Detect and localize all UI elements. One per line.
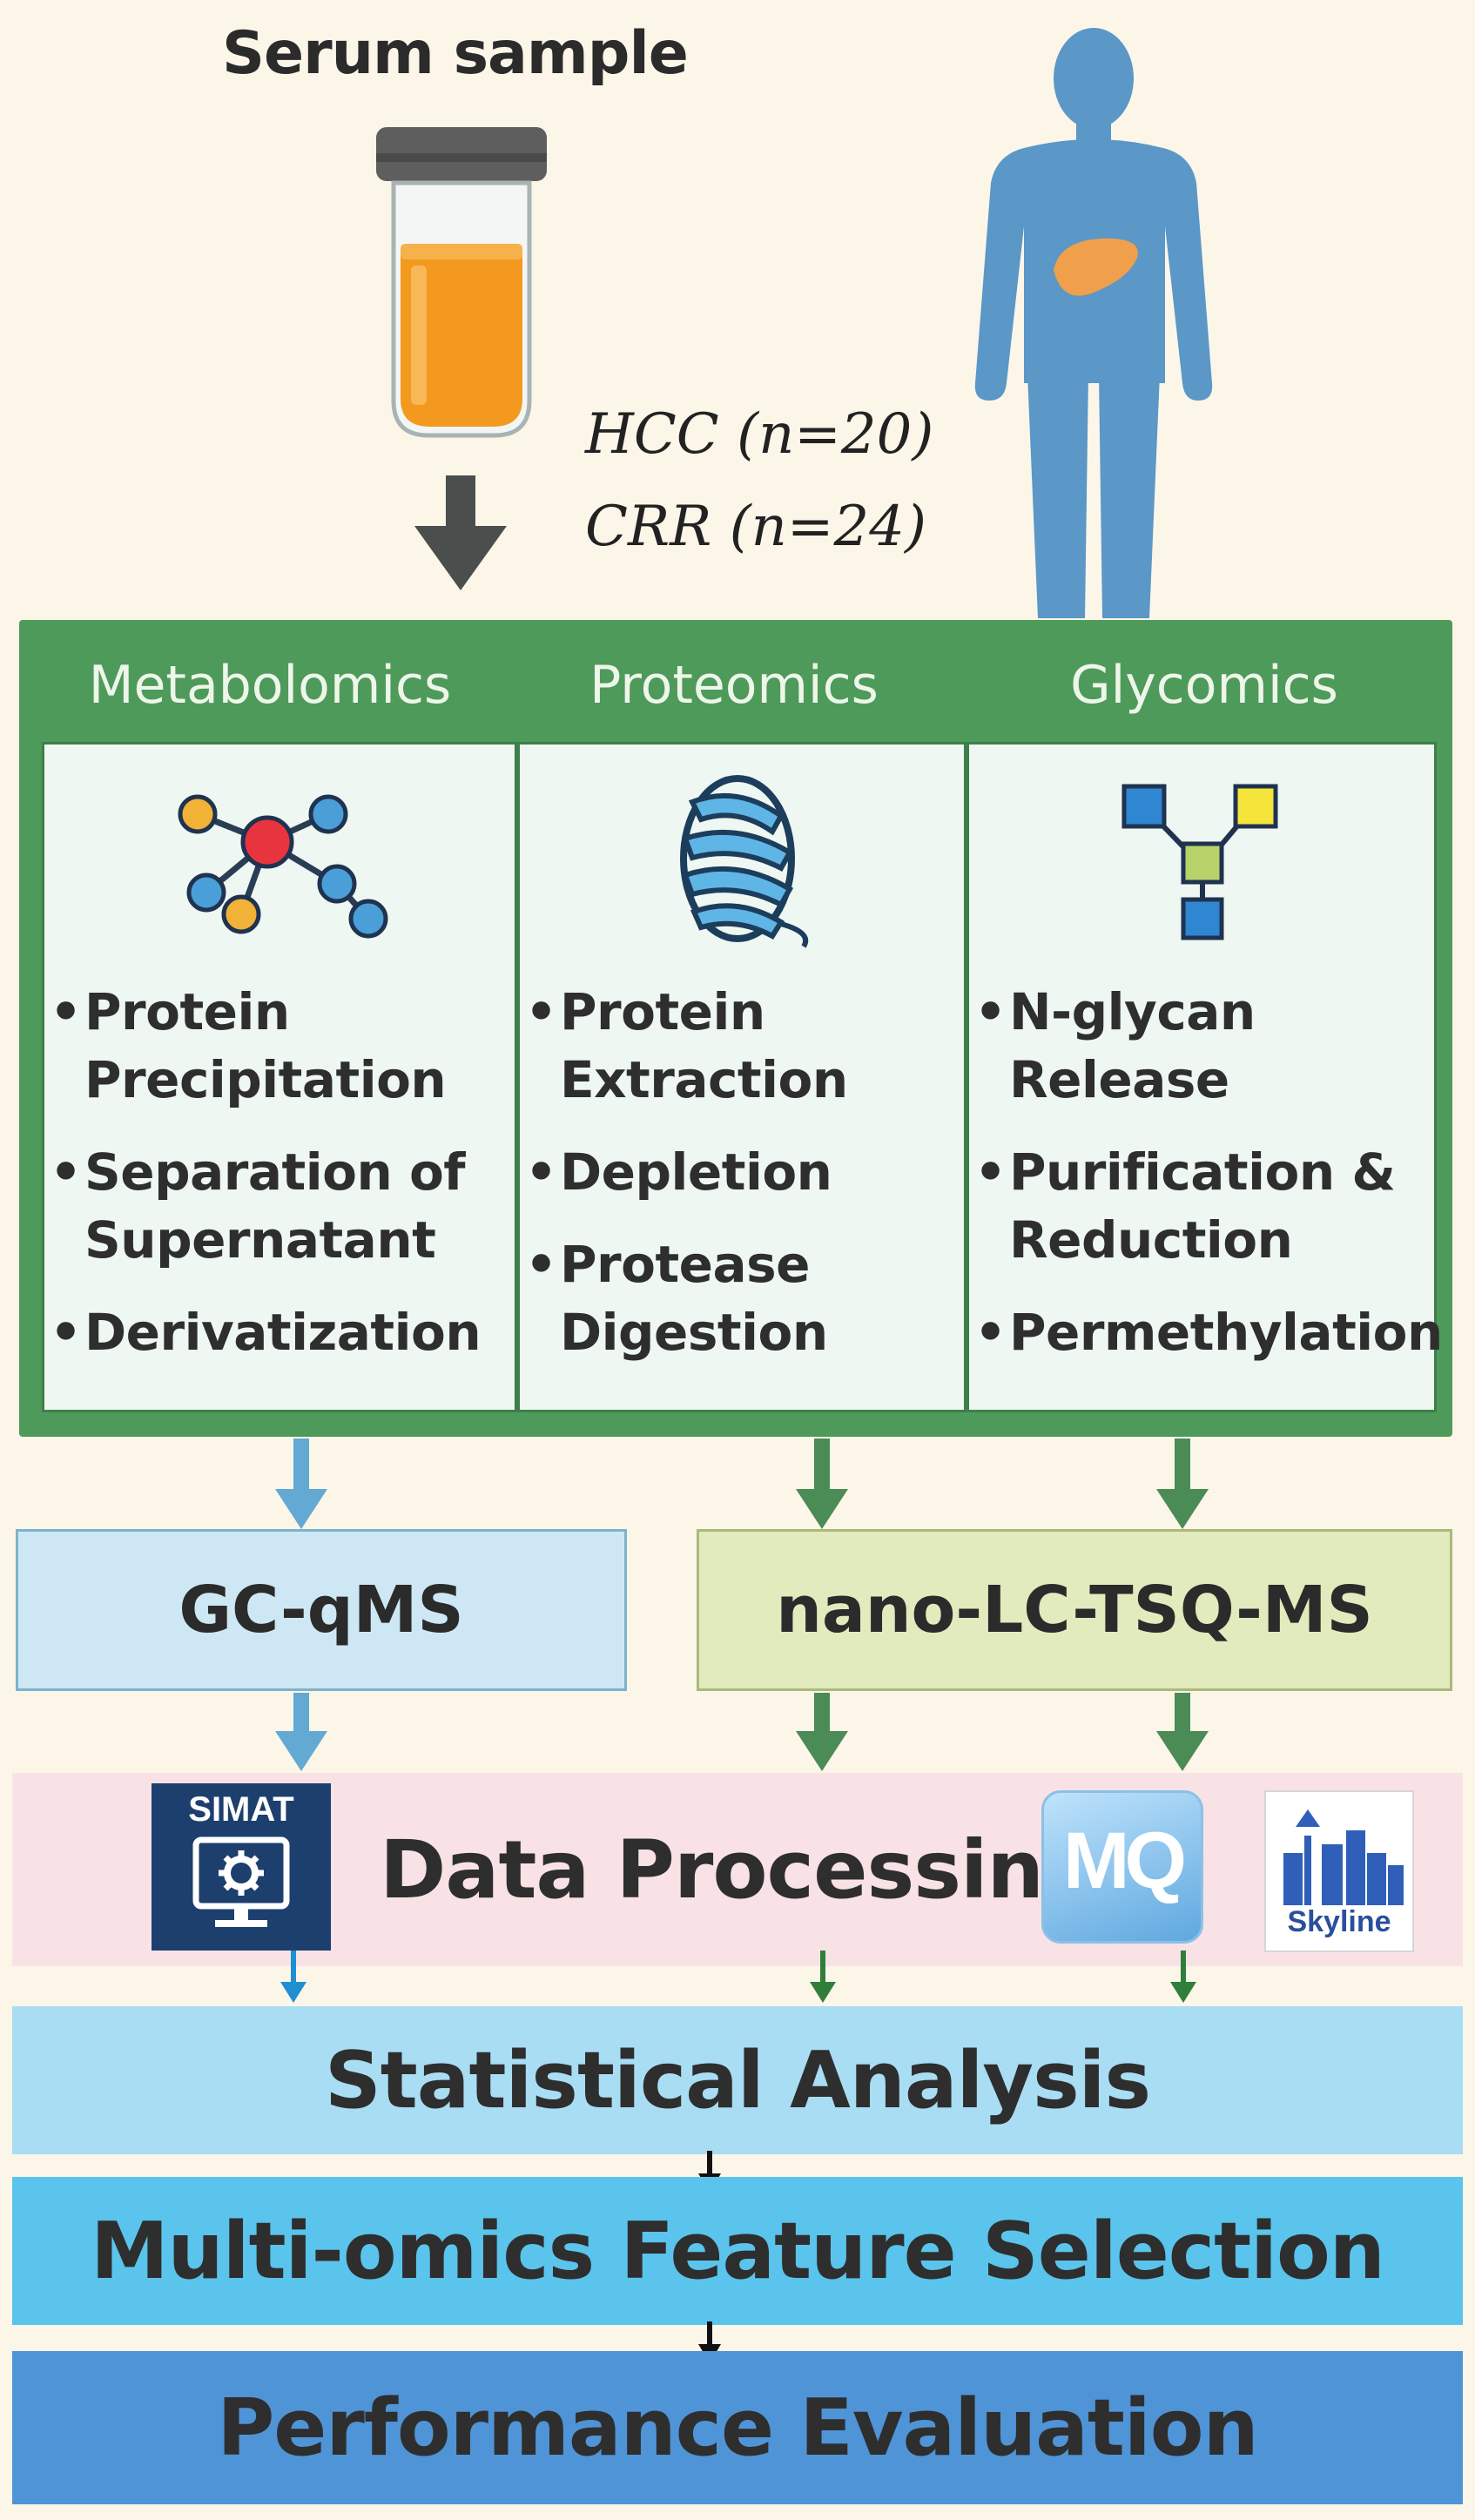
omics-heading-metabolomics: Metabolomics [88,655,452,716]
omics-heading-proteomics: Proteomics [589,655,879,716]
step-depletion: Depletion [525,1138,957,1206]
human-body-icon [974,28,1213,618]
liver-icon [1054,238,1138,296]
maxquant-logo-text: MQ [1062,1816,1187,1905]
step-separation-of-supernatant: Separation of Supernatant [50,1138,508,1274]
city-skyline-icon [1283,1809,1404,1905]
performance-evaluation-band: Performance Evaluation [12,2351,1463,2504]
cohort-hcc: HCC (n=20) [585,402,934,467]
step-protease-digestion: Protease Digestion [525,1230,957,1366]
step-protein-precipitation: Protein Precipitation [50,978,508,1114]
down-arrow-icon [414,475,507,590]
omics-column-metabolomics: Protein Precipitation Separation of Supe… [42,742,517,1412]
gc-qms-box: GC-qMS [16,1529,627,1691]
arrow-data-processing-right [1170,1951,1196,2003]
serum-sample-title: Serum sample [222,19,689,88]
arrow-lc-proteomics-to-data-processing [796,1693,848,1771]
arrow-data-processing-middle [810,1951,836,2003]
data-processing-label: Data Processing [380,1823,1101,1917]
step-protein-extraction: Protein Extraction [525,978,957,1114]
serum-tube-icon [376,127,547,438]
step-derivatization: Derivatization [50,1298,508,1366]
skyline-logo: Skyline [1264,1790,1414,1952]
arrow-lc-glycomics-to-data-processing [1156,1693,1209,1771]
simat-logo: SIMAT [152,1783,331,1951]
simat-logo-text: SIMAT [188,1790,294,1829]
step-n-glycan-release: N-glycan Release [974,978,1427,1114]
statistical-analysis-band: Statistical Analysis [12,2006,1463,2154]
skyline-logo-text: Skyline [1287,1905,1391,1938]
arrow-metabolomics-to-gc [275,1439,327,1529]
monitor-gear-icon [192,1836,290,1927]
arrow-gc-to-data-processing [275,1693,327,1771]
omics-column-glycomics: N-glycan Release Purification & Reductio… [966,742,1443,1412]
molecule-icon [178,794,388,939]
nano-lc-tsq-ms-box: nano-LC-TSQ-MS [697,1529,1452,1691]
glycan-icon [1121,784,1278,940]
arrow-proteomics-to-lc [796,1439,848,1529]
step-purification-reduction: Purification & Reduction [974,1138,1427,1274]
omics-heading-glycomics: Glycomics [1070,655,1338,716]
step-permethylation: Permethylation [974,1298,1443,1366]
protein-ribbon-icon [680,775,809,948]
arrow-glycomics-to-lc [1156,1439,1209,1529]
arrow-data-processing-left [280,1951,306,2003]
omics-column-proteomics: Protein Extraction Depletion Protease Di… [517,742,966,1412]
maxquant-logo: MQ [1041,1790,1203,1944]
feature-selection-band: Multi-omics Feature Selection [12,2177,1463,2325]
cohort-crr: CRR (n=24) [585,495,926,559]
